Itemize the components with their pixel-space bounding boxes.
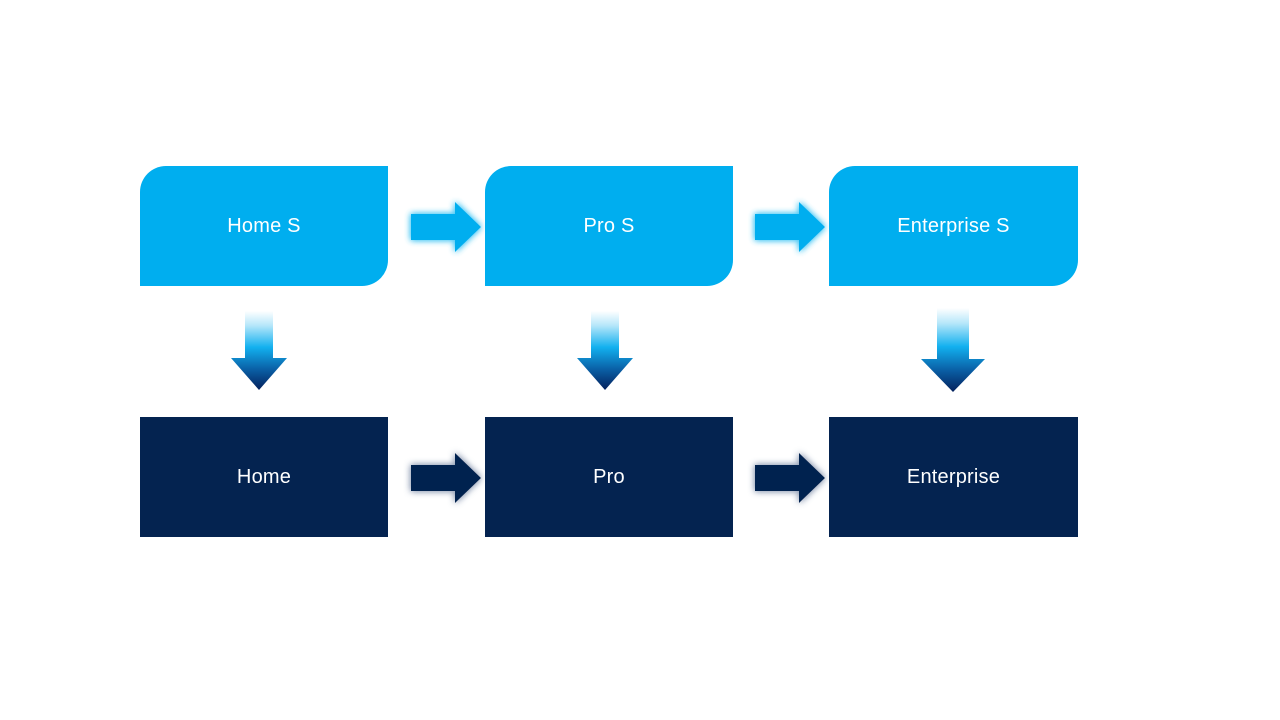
node-pro-s-label: Pro S [583, 215, 635, 237]
node-enterprise-s-label: Enterprise S [897, 215, 1010, 237]
arrow-pro-s-to-enterprise-s [755, 202, 825, 252]
node-enterprise-s[interactable]: Enterprise S [829, 166, 1078, 286]
arrow-home-to-pro [411, 453, 481, 503]
node-pro-s[interactable]: Pro S [485, 166, 733, 286]
arrow-pro-to-enterprise [755, 453, 825, 503]
node-home[interactable]: Home [140, 417, 388, 537]
node-home-s-label: Home S [227, 215, 301, 237]
node-home-s[interactable]: Home S [140, 166, 388, 286]
node-pro[interactable]: Pro [485, 417, 733, 537]
arrow-home-s-to-home [231, 311, 287, 390]
node-pro-label: Pro [593, 466, 625, 488]
node-enterprise-label: Enterprise [906, 466, 1001, 488]
arrow-home-s-to-pro-s [411, 202, 481, 252]
node-home-label: Home [236, 466, 292, 488]
node-enterprise[interactable]: Enterprise [829, 417, 1078, 537]
arrow-enterprise-s-to-enterprise [921, 308, 985, 392]
arrow-pro-s-to-pro [577, 311, 633, 390]
